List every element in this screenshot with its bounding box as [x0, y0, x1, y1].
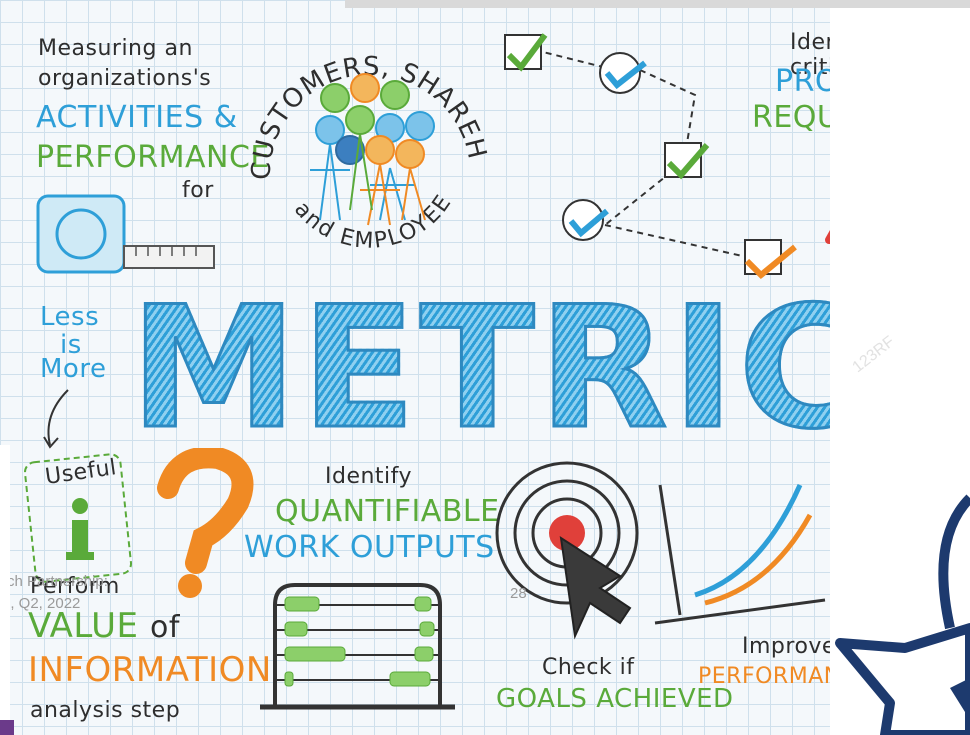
useful-tag-art — [23, 453, 133, 583]
slide-caption-line1: rch Partnership: — [2, 573, 108, 590]
check-if-text: Check if — [542, 655, 635, 680]
badge-star-art — [835, 494, 970, 735]
work-outputs-text: WORK OUTPUTS — [244, 530, 495, 565]
improves-text: Improves — [742, 634, 830, 659]
requirements-text: REQUIREMENTS — [752, 100, 830, 135]
activities-text: ACTIVITIES & — [36, 100, 238, 135]
abacus-icon — [260, 583, 455, 710]
goals-achieved-text: GOALS ACHIEVED — [496, 684, 734, 714]
slide-top-strip — [345, 0, 970, 8]
slide-caption-line2: g, Q2, 2022 — [2, 595, 81, 612]
curved-arrow-icon — [43, 389, 69, 449]
is-text: is — [60, 330, 82, 360]
processes-text: PROCESSES/ — [775, 64, 830, 99]
of-text: of — [150, 610, 180, 645]
perform-text: Perform — [30, 574, 120, 599]
target-icon — [495, 461, 639, 640]
metrics-illustration: Measuring an organizations's ACTIVITIES … — [0, 0, 830, 735]
analysis-step-text: analysis step — [30, 698, 181, 723]
quantifiable-text: QUANTIFIABLE — [275, 494, 500, 529]
information-text: INFORMATION — [28, 650, 272, 690]
question-mark-icon — [157, 448, 254, 598]
performance-text: PERFORMANCE — [36, 140, 270, 175]
improves-performance-text: PERFORMANCE — [698, 664, 830, 689]
more-text: More — [40, 354, 107, 384]
identify-critical-line1: Identify critical — [790, 30, 830, 80]
tape-measure-icon — [36, 194, 215, 274]
identify-text: Identify — [325, 464, 413, 489]
slide-corner-mark — [0, 720, 14, 735]
watermark-text: 123RF — [849, 333, 898, 377]
measuring-line2: organizations's — [38, 66, 212, 91]
less-text: Less — [40, 302, 100, 332]
for-text: for — [182, 178, 214, 203]
growth-chart-art — [654, 483, 826, 625]
value-text: VALUE — [28, 606, 139, 646]
slide-edge-left — [0, 445, 10, 735]
metrics-title: METRICS — [129, 270, 831, 466]
process-flow-art — [504, 33, 797, 280]
metrics-title-wrapper: METRICS — [129, 270, 831, 466]
right-overlay-panel: 123RF — [830, 318, 970, 735]
stakeholders-circle-art: CUSTOMERS, SHAREHOLDERS and EMPLOYEES — [240, 20, 491, 254]
slide-page-number: 28 — [510, 585, 527, 602]
measuring-line1: Measuring an — [38, 36, 193, 61]
warning-triangle-icon — [825, 229, 830, 244]
